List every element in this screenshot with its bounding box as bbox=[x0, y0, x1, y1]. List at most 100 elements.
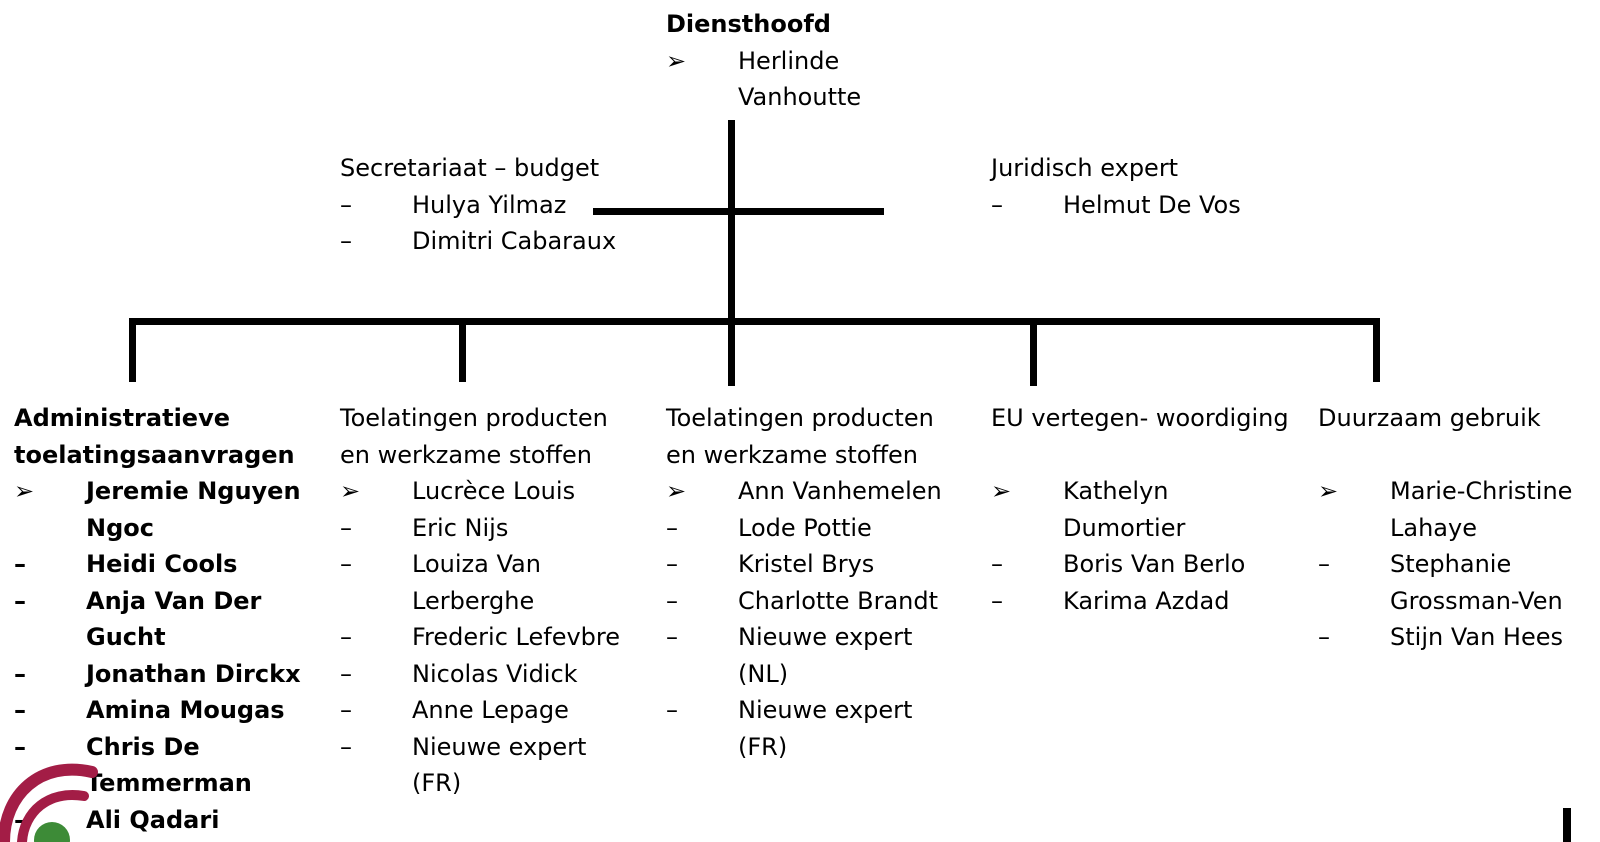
dash-bullet-icon: – bbox=[1318, 623, 1330, 651]
member-item: ➢ Kathelyn Dumortier bbox=[991, 473, 1223, 546]
member-item: – Boris Van Berlo bbox=[991, 546, 1291, 583]
secretariat-title: Secretariaat – budget bbox=[340, 154, 600, 182]
member-name: Ann Vanhemelen bbox=[738, 477, 942, 505]
arrow-bullet-icon: ➢ bbox=[666, 477, 687, 505]
arrow-bullet-icon: ➢ bbox=[340, 477, 361, 505]
dash-bullet-icon: – bbox=[14, 659, 26, 688]
member-item: ➢ Jeremie Nguyen Ngoc bbox=[14, 473, 306, 546]
legal-title: Juridisch expert bbox=[991, 154, 1179, 182]
member-name: Jonathan Dirckx bbox=[86, 659, 301, 688]
member-list: ➢ Kathelyn Dumortier – Boris Van Berlo –… bbox=[991, 473, 1291, 619]
member-list: ➢ Ann Vanhemelen – Lode Pottie – Kristel… bbox=[666, 473, 958, 765]
sustainable-department-box: Duurzaam gebruik ➢ Marie-Christine Lahay… bbox=[1318, 400, 1600, 656]
member-name: Amina Mougas bbox=[86, 696, 285, 724]
member-list: ➢ Lucrèce Louis – Eric Nijs – Louiza Van… bbox=[340, 473, 632, 802]
dash-bullet-icon: – bbox=[666, 550, 678, 578]
member-item: – Heidi Cools bbox=[14, 546, 306, 583]
head-box: Diensthoofd ➢ Herlinde Vanhoutte bbox=[666, 6, 891, 116]
admin-title: Administratieve toelatingsaanvragen bbox=[14, 404, 295, 469]
member-item: ➢ Marie-Christine Lahaye bbox=[1318, 473, 1600, 546]
arrow-bullet-icon: ➢ bbox=[991, 477, 1012, 505]
dash-bullet-icon: – bbox=[14, 586, 26, 615]
dash-bullet-icon: – bbox=[14, 550, 26, 578]
head-title: Diensthoofd bbox=[666, 10, 831, 38]
member-name: Anja Van Der Gucht bbox=[86, 586, 262, 652]
member-name: Nicolas Vidick bbox=[412, 659, 578, 688]
member-name: Boris Van Berlo bbox=[1063, 550, 1246, 578]
member-name: Stephanie Grossman-Ven bbox=[1390, 550, 1563, 615]
dash-bullet-icon: – bbox=[666, 696, 678, 724]
member-item: – Nieuwe expert (FR) bbox=[666, 692, 938, 765]
dash-bullet-icon: – bbox=[991, 190, 1003, 219]
dash-bullet-icon: – bbox=[991, 550, 1003, 578]
member-name: Karima Azdad bbox=[1063, 586, 1230, 615]
member-name: Louiza Van Lerberghe bbox=[412, 550, 541, 615]
member-item: – Frederic Lefevbre bbox=[340, 619, 632, 656]
member-name: Nieuwe expert (NL) bbox=[738, 623, 913, 688]
drop-line-eu bbox=[1030, 318, 1037, 386]
member-name: Lucrèce Louis bbox=[412, 477, 576, 505]
member-name: Hulya Yilmaz bbox=[412, 190, 567, 219]
member-name: Helmut De Vos bbox=[1063, 190, 1241, 219]
member-name: Nieuwe expert (FR) bbox=[412, 732, 587, 798]
products1-department-box: Toelatingen producten en werkzame stoffe… bbox=[340, 400, 632, 802]
admin-department-box: Administratieve toelatingsaanvragen ➢ Je… bbox=[14, 400, 306, 838]
member-item: – Stephanie Grossman-Ven bbox=[1318, 546, 1590, 619]
member-item: – Karima Azdad bbox=[991, 583, 1291, 620]
eu-title: EU vertegen- woordiging bbox=[991, 404, 1289, 432]
member-item: – Kristel Brys bbox=[666, 546, 958, 583]
member-item: – Dimitri Cabaraux bbox=[340, 223, 640, 260]
member-item: – Helmut De Vos bbox=[991, 187, 1311, 224]
department-bus-line bbox=[132, 318, 1379, 325]
member-name: Kathelyn Dumortier bbox=[1063, 477, 1186, 542]
member-name: Jeremie Nguyen Ngoc bbox=[86, 477, 301, 542]
sustainable-title: Duurzaam gebruik bbox=[1318, 404, 1541, 432]
member-item: – Charlotte Brandt bbox=[666, 583, 958, 620]
member-name: Marie-Christine Lahaye bbox=[1390, 477, 1573, 542]
dash-bullet-icon: – bbox=[14, 732, 26, 761]
member-name: Charlotte Brandt bbox=[738, 586, 939, 615]
member-item: – Nieuwe expert (FR) bbox=[340, 729, 632, 802]
member-item: – Lode Pottie bbox=[666, 510, 958, 547]
dash-bullet-icon: – bbox=[340, 623, 352, 651]
member-name: Chris De Temmerman bbox=[86, 732, 252, 798]
drop-line-admin bbox=[129, 318, 136, 382]
dash-bullet-icon: – bbox=[340, 659, 352, 688]
secretariat-box: Secretariaat – budget – Hulya Yilmaz – D… bbox=[340, 150, 640, 260]
member-item: – Nicolas Vidick bbox=[340, 656, 632, 693]
dash-bullet-icon: – bbox=[14, 696, 26, 724]
dash-bullet-icon: – bbox=[991, 586, 1003, 615]
arrow-bullet-icon: ➢ bbox=[1318, 477, 1339, 505]
member-name: Nieuwe expert (FR) bbox=[738, 696, 913, 761]
member-name: Frederic Lefevbre bbox=[412, 623, 620, 651]
drop-line-sustainable bbox=[1373, 318, 1380, 382]
eu-department-box: EU vertegen- woordiging ➢ Kathelyn Dumor… bbox=[991, 400, 1291, 619]
dash-bullet-icon: – bbox=[666, 586, 678, 615]
dash-bullet-icon: – bbox=[340, 227, 352, 255]
legal-box: Juridisch expert – Helmut De Vos bbox=[991, 150, 1311, 223]
products2-department-box: Toelatingen producten en werkzame stoffe… bbox=[666, 400, 958, 765]
arrow-bullet-icon: ➢ bbox=[666, 46, 687, 75]
dash-bullet-icon: – bbox=[340, 513, 352, 542]
member-item: – Louiza Van Lerberghe bbox=[340, 546, 632, 619]
member-item: – Chris De Temmerman bbox=[14, 729, 306, 802]
trunk-line bbox=[728, 120, 735, 386]
member-name: Eric Nijs bbox=[412, 513, 509, 542]
member-item: – Hulya Yilmaz bbox=[340, 187, 640, 224]
dash-bullet-icon: – bbox=[666, 623, 678, 651]
dash-bullet-icon: – bbox=[340, 190, 352, 219]
member-item: ➢ Herlinde Vanhoutte bbox=[666, 43, 891, 116]
dash-bullet-icon: – bbox=[340, 696, 352, 724]
products2-title: Toelatingen producten en werkzame stoffe… bbox=[666, 404, 934, 469]
member-item: – Stijn Van Hees bbox=[1318, 619, 1600, 656]
page-edge-mark bbox=[1563, 808, 1571, 842]
products1-title: Toelatingen producten en werkzame stoffe… bbox=[340, 404, 608, 469]
staff-crossbar-line bbox=[593, 208, 884, 215]
member-list: ➢ Marie-Christine Lahaye – Stephanie Gro… bbox=[1318, 473, 1600, 656]
member-name: Anne Lepage bbox=[412, 696, 569, 724]
dash-bullet-icon: – bbox=[340, 550, 352, 578]
arrow-bullet-icon: ➢ bbox=[14, 477, 35, 505]
member-list: – Hulya Yilmaz – Dimitri Cabaraux bbox=[340, 187, 640, 260]
member-name: Lode Pottie bbox=[738, 513, 872, 542]
member-name: Heidi Cools bbox=[86, 550, 238, 578]
